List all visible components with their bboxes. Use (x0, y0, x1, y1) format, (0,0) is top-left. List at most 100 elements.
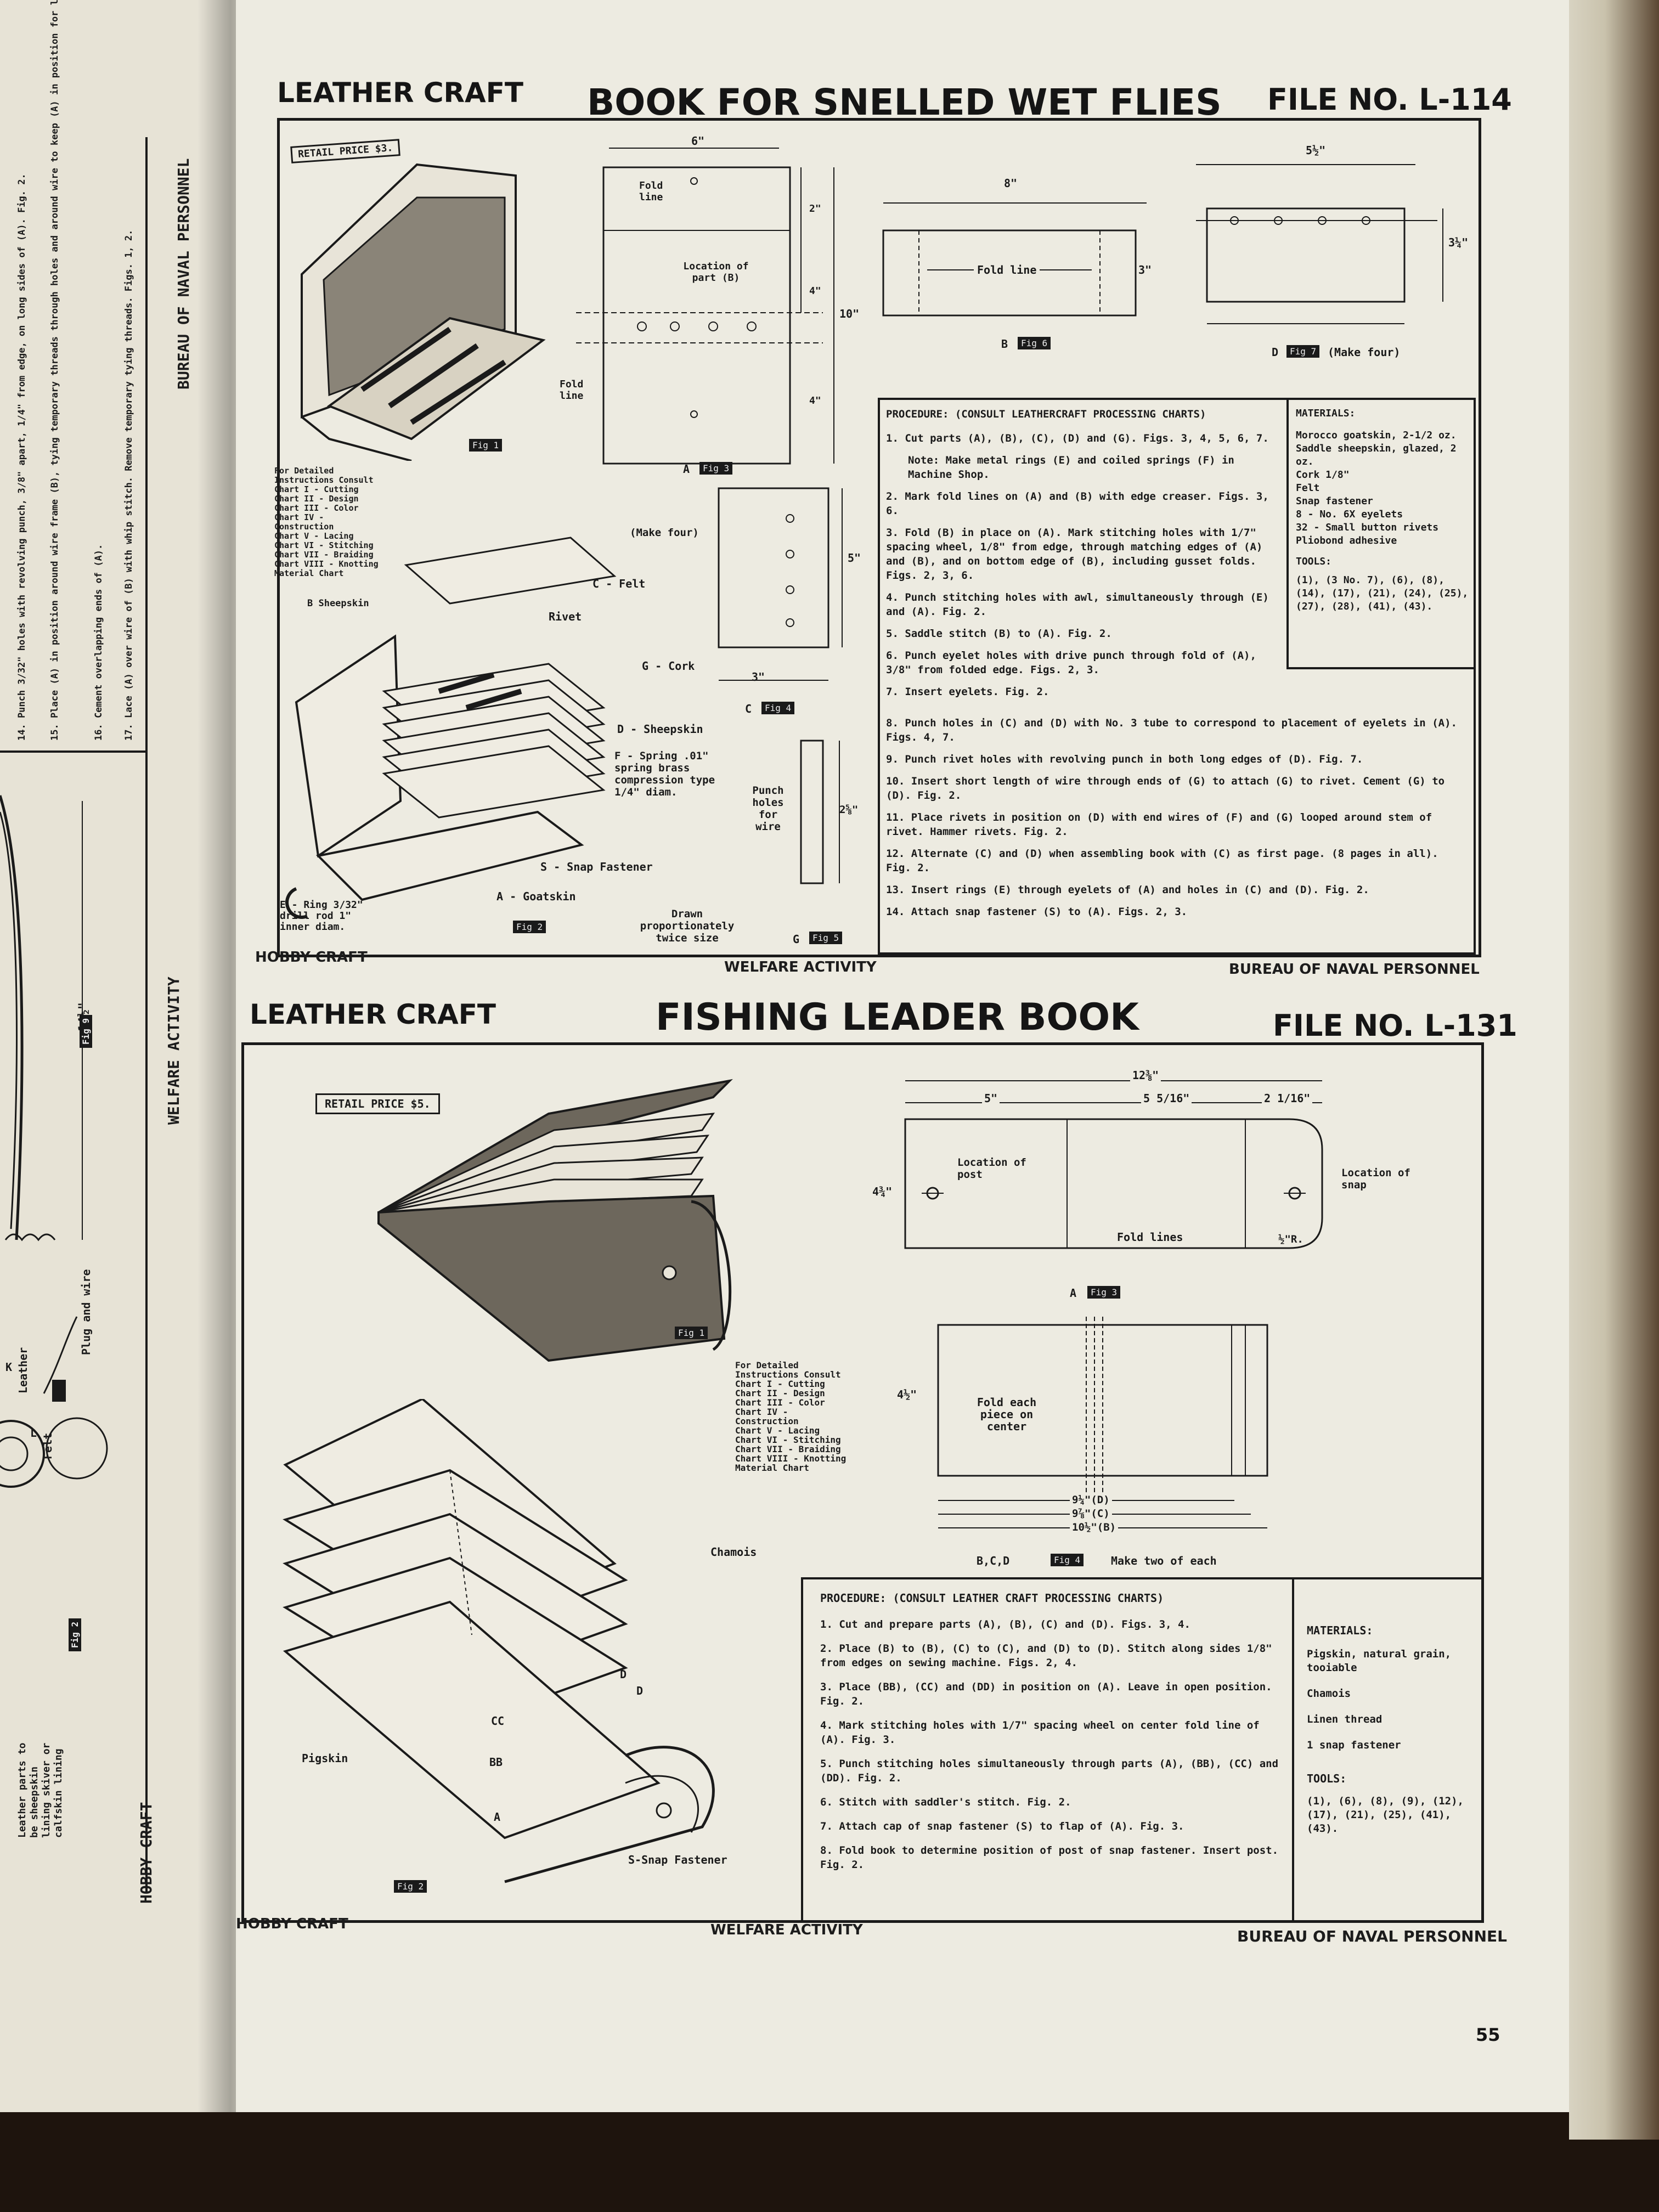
left-l-label: L (30, 1426, 37, 1440)
top-procedure-step: 4. Punch stitching holes with awl, simul… (886, 591, 1269, 618)
left-side-label-top: BUREAU OF NAVAL PERSONNEL (174, 158, 193, 390)
top-footer-left: HOBBY CRAFT (255, 949, 368, 966)
bottom-charts-note-line: Chart V - Lacing (735, 1425, 820, 1436)
bottom-tools-title: TOOLS: (1307, 1772, 1347, 1785)
top-g-label: G (793, 933, 800, 946)
top-materials-bottom-rule (1286, 667, 1476, 669)
bottom-charts-note-line: Chart VII - Braiding (735, 1444, 841, 1454)
bottom-procedure-box (801, 1577, 1484, 1923)
bottom-charts-note-line: Material Chart (735, 1463, 809, 1473)
top-c-label: C (745, 702, 752, 715)
top-procedure-step: 7. Insert eyelets. Fig. 2. (886, 686, 1049, 698)
top-procedure-step: 9. Punch rivet holes with revolving punc… (886, 753, 1363, 765)
top-fig5-tag: Fig 5 (809, 932, 843, 944)
top-d-make-four: (Make four) (1328, 346, 1401, 359)
top-fig4-tag: Fig 4 (761, 702, 795, 714)
top-snap-label: S - Snap Fastener (540, 860, 653, 873)
bottom-charts-note-line: Chart IV - Construction (735, 1407, 799, 1426)
top-a-fold-line: Fold line (639, 180, 663, 203)
top-sheepskin-d-label: D - Sheepskin (617, 723, 703, 736)
left-k-desc: Leather (16, 1347, 30, 1393)
top-procedure-step: 1. Cut parts (A), (B), (C), (D) and (G).… (886, 432, 1269, 444)
top-procedure-step: 6. Punch eyelet holes with drive punch t… (886, 650, 1256, 676)
top-procedure-continued: 8. Punch holes in (C) and (D) with No. 3… (886, 716, 1468, 927)
top-panel-frame (277, 118, 1481, 957)
top-fig2-tag: Fig 2 (513, 921, 546, 933)
left-vertical-rule (145, 137, 148, 1893)
top-d-width-dim: 5½" (1306, 144, 1326, 157)
bottom-location-snap: Location of snap (1341, 1167, 1410, 1191)
top-file-no: FILE NO. L-114 (1267, 82, 1512, 117)
bottom-material-item: 1 snap fastener (1307, 1739, 1401, 1751)
top-fig4-part-c-pattern (718, 487, 843, 681)
top-procedure-box (878, 398, 1476, 955)
bottom-fig4-tag: Fig 4 (1051, 1554, 1084, 1566)
bottom-charts-note-line: Chart II - Design (735, 1388, 825, 1398)
bottom-d-label-2: D (636, 1684, 644, 1697)
top-fig3-part-a-pattern (576, 148, 834, 465)
left-fig2-tag: Fig 2 (69, 1618, 81, 1651)
top-a-4bot-dim: 4" (809, 395, 821, 407)
bottom-a-label: A (494, 1810, 501, 1824)
bottom-c-len-dim: 9⅞"(C) (1070, 1508, 1112, 1520)
bottom-fig3-tag: Fig 3 (1087, 1286, 1121, 1299)
top-b-sheepskin-label: B Sheepskin (307, 598, 369, 609)
top-material-item: Pliobond adhesive (1296, 535, 1397, 546)
top-a-width-dim: 6" (691, 134, 705, 148)
top-material-item: 32 - Small button rivets (1296, 522, 1439, 533)
bottom-procedure-step: 2. Place (B) to (B), (C) to (C), and (D)… (820, 1643, 1272, 1669)
top-charts-note-line: Chart III - Color (274, 503, 359, 513)
left-page: BUREAU OF NAVAL PERSONNEL WELFARE ACTIVI… (0, 0, 241, 2112)
top-c-width-dim: 3" (752, 670, 765, 684)
top-procedure-step: 11. Place rivets in position on (D) with… (886, 811, 1432, 838)
top-fig6-tag: Fig 6 (1018, 337, 1051, 349)
top-felt-label: C - Felt (592, 577, 646, 590)
top-materials-divider (1286, 398, 1289, 669)
bottom-chamois-label: Chamois (710, 1545, 757, 1559)
top-a-fold-line-2: Fold line (560, 379, 584, 402)
top-fig3-tag: Fig 3 (699, 462, 733, 475)
bottom-procedure: PROCEDURE: (CONSULT LEATHER CRAFT PROCES… (820, 1591, 1281, 1882)
top-footer-center: WELFARE ACTIVITY (724, 959, 877, 975)
top-material-item: 8 - No. 6X eyelets (1296, 509, 1403, 520)
top-procedure-step: 12. Alternate (C) and (D) when assemblin… (886, 848, 1438, 874)
top-rivet-label: Rivet (549, 610, 582, 623)
bottom-fig2-tag: Fig 2 (394, 1880, 427, 1893)
top-spring-label: F - Spring .01" spring brass compression… (614, 750, 715, 798)
top-b-height-dim: 3" (1138, 263, 1152, 276)
page-edge (1569, 0, 1659, 2140)
top-fig5-part-g-pattern (800, 740, 840, 884)
bottom-material-item: Linen thread (1307, 1713, 1383, 1725)
bottom-charts-note-line: For Detailed (735, 1360, 799, 1370)
top-d-label: D (1272, 346, 1279, 359)
left-k-label: K (5, 1361, 13, 1374)
top-procedure-step: 14. Attach snap fastener (S) to (A). Fig… (886, 906, 1188, 918)
left-fig9-tag: Fig 9 (80, 1014, 92, 1048)
top-fig2-exploded-view (285, 537, 617, 919)
bottom-materials: MATERIALS: Pigskin, natural grain, tooia… (1307, 1624, 1477, 1836)
top-procedure-step: 13. Insert rings (E) through eyelets of … (886, 884, 1369, 896)
top-charts-note-line: Chart II - Design (274, 494, 359, 504)
top-d-height-dim: 3¼" (1448, 236, 1469, 249)
top-tools-list: (1), (3 No. 7), (6), (8), (14), (17), (2… (1296, 574, 1469, 612)
bottom-snap-label: S-Snap Fastener (628, 1853, 727, 1866)
top-material-item: Snap fastener (1296, 495, 1373, 507)
top-fig6-part-b-pattern (882, 202, 1147, 317)
left-l-desc: Felt (41, 1432, 54, 1459)
top-charts-note: For Detailed Instructions Consult Chart … (274, 466, 384, 578)
bottom-bcd-label: B,C,D (977, 1554, 1010, 1567)
top-a-label: A (683, 462, 690, 476)
bottom-footer-right: BUREAU OF NAVAL PERSONNEL (1237, 1927, 1507, 1945)
bottom-procedure-step: 1. Cut and prepare parts (A), (B), (C) a… (820, 1618, 1190, 1630)
top-title: BOOK FOR SNELLED WET FLIES (587, 81, 1222, 123)
top-footer-right: BUREAU OF NAVAL PERSONNEL (1229, 961, 1480, 978)
left-page-drawing (0, 795, 108, 1488)
left-step-14: 14. Punch 3/32" holes with revolving pun… (16, 173, 27, 741)
top-fig7-tag: Fig 7 (1286, 345, 1320, 358)
top-procedure-step: 2. Mark fold lines on (A) and (B) with e… (886, 490, 1269, 517)
bottom-tools-list: (1), (6), (8), (9), (12), (17), (21), (2… (1307, 1795, 1464, 1835)
bottom-a-pattern-label: A (1070, 1286, 1077, 1300)
bottom-materials-divider (1292, 1577, 1294, 1923)
top-cork-label: G - Cork (642, 659, 695, 673)
top-b-width-dim: 8" (1004, 177, 1018, 190)
